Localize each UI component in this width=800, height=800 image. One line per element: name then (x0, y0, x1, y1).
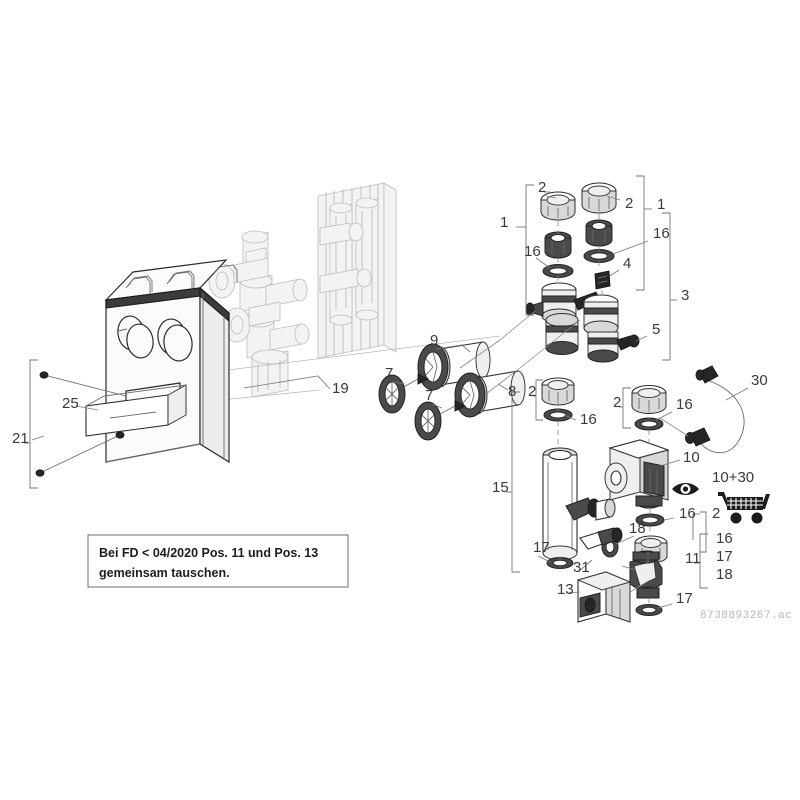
callout-18: 18 (629, 520, 646, 537)
callout-11: 11 (685, 550, 701, 567)
callout-4: 4 (623, 255, 631, 272)
callout-7: 7 (385, 365, 393, 382)
callout-2: 2 (528, 383, 536, 400)
note-line-2: gemeinsam tauschen. (99, 566, 230, 580)
shopping-cart-icon (718, 492, 770, 524)
callout-2: 2 (712, 505, 720, 522)
callout-17: 17 (533, 539, 550, 556)
eye-icon (672, 483, 699, 495)
callout-30: 30 (751, 372, 768, 389)
callout-7: 7 (425, 387, 433, 404)
pump-cable (659, 365, 745, 453)
callout-1: 1 (500, 214, 508, 231)
callout-3: 3 (681, 287, 689, 304)
top-left-stack (525, 191, 601, 355)
callout-21: 21 (12, 430, 29, 447)
callout-10plus30: 10+30 (712, 469, 754, 486)
callout-2: 2 (613, 394, 621, 411)
callout-16: 16 (653, 225, 670, 242)
callout-31: 31 (573, 559, 590, 576)
watermark-code: 8738893267.ac (700, 610, 792, 622)
group-bracket-2-pump-upper (619, 387, 631, 429)
callout-9: 9 (430, 332, 438, 349)
callout-5: 5 (652, 321, 660, 338)
callout-17: 17 (716, 548, 733, 565)
callout-16: 16 (524, 243, 541, 260)
callout-25: 25 (62, 395, 79, 412)
callout-15: 15 (492, 479, 509, 496)
top-right-stack (581, 182, 640, 363)
callout-17: 17 (676, 590, 693, 607)
callout-16: 16 (716, 530, 733, 547)
group-bracket-1-left (516, 184, 534, 316)
expansion-vessel-assembly (541, 377, 616, 569)
group-bracket-11 (694, 533, 708, 589)
group-bracket-1-right (636, 175, 652, 291)
callout-19: 19 (332, 380, 349, 397)
group-bracket-2-pump-lower (692, 511, 707, 553)
ghost-background-assembly (149, 182, 501, 401)
group-bracket-3 (662, 212, 677, 361)
callout-10: 10 (683, 449, 700, 466)
pump-assembly (604, 384, 670, 564)
group-bracket-21 (24, 359, 38, 489)
group-bracket-15 (506, 391, 520, 573)
fixing-screws (35, 371, 127, 477)
callout-16: 16 (676, 396, 693, 413)
callout-8: 8 (508, 383, 516, 400)
group-bracket-2-vessel (533, 379, 543, 421)
callout-2: 2 (625, 195, 633, 212)
note-line-1: Bei FD < 04/2020 Pos. 11 und Pos. 13 (99, 546, 318, 560)
callout-13: 13 (557, 581, 574, 598)
cylinder-assembly-8 (414, 370, 526, 441)
mounting-bracket-plate (85, 384, 187, 437)
callout-16: 16 (679, 505, 696, 522)
three-way-valve-assembly (576, 527, 663, 623)
callout-1: 1 (657, 196, 665, 213)
callout-16: 16 (580, 411, 597, 428)
callout-2: 2 (538, 179, 546, 196)
leader-lines (31, 195, 749, 609)
callout-18: 18 (716, 566, 733, 583)
note-box: Bei FD < 04/2020 Pos. 11 und Pos. 13 gem… (87, 534, 349, 588)
